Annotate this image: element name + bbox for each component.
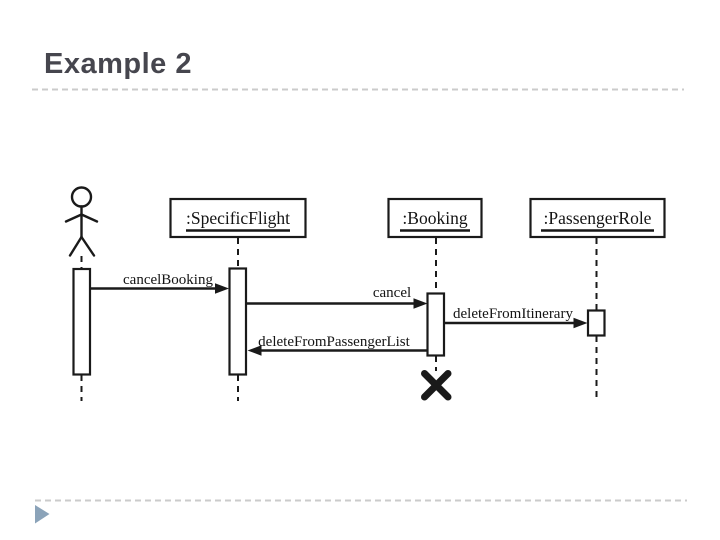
object-label-passengerrole: :PassengerRole: [544, 208, 652, 228]
actor-head: [70, 186, 93, 208]
slide-title: Example 2: [44, 48, 192, 80]
arrowhead-cancel: [413, 298, 428, 309]
message-arrowheads: [215, 283, 588, 356]
message-label-cancel: cancel: [373, 285, 411, 301]
arrowhead-deletefrompassengerlist: [247, 345, 262, 356]
lifelines: [80, 238, 598, 402]
actor-leg-left: [68, 235, 83, 257]
actor-figure: [64, 186, 99, 257]
activation-passengerrole: [586, 309, 606, 337]
activation-specificflight: [228, 267, 248, 376]
destruction-x-icon: [421, 370, 452, 401]
activation-booking: [426, 292, 446, 357]
object-label-specificflight: :SpecificFlight: [186, 208, 290, 228]
activation-actor: [72, 267, 92, 376]
message-label-deletefrompassengerlist: deleteFromPassengerList: [258, 334, 410, 350]
arrowhead-cancelbooking: [215, 283, 229, 294]
actor-leg-right: [80, 235, 96, 257]
message-lines: [90, 287, 574, 352]
message-label-deletefromitinerary: deleteFromItinerary: [453, 306, 573, 322]
arrowhead-deletefromitinerary: [573, 317, 588, 329]
object-label-booking: :Booking: [402, 208, 467, 228]
message-label-cancelbooking: cancelBooking: [123, 272, 213, 288]
slide-footer-arrow-icon: [35, 505, 50, 524]
actor-arms: [64, 213, 99, 223]
activation-bars: [72, 267, 606, 376]
